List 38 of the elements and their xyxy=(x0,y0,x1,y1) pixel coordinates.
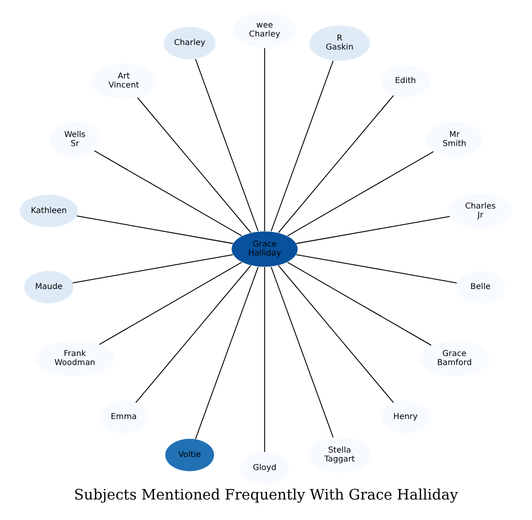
connector xyxy=(76,215,234,244)
connector xyxy=(296,216,450,244)
connector xyxy=(287,151,434,236)
node-ellipse: R Gaskin xyxy=(309,25,370,61)
connector xyxy=(72,254,234,284)
node-ellipse: Art Vincent xyxy=(91,64,156,99)
connector xyxy=(195,266,259,440)
connector xyxy=(270,60,334,232)
node-ellipse: Grace Halliday xyxy=(232,231,298,267)
node-ellipse: Maude xyxy=(24,270,74,304)
node-ellipse: Henry xyxy=(381,400,430,434)
connector xyxy=(264,48,266,232)
connector xyxy=(296,254,458,284)
connector xyxy=(278,95,394,234)
node-ellipse: Frank Woodman xyxy=(35,340,114,376)
connector xyxy=(94,150,242,236)
node-ellipse: Stella Taggart xyxy=(308,437,372,473)
connector xyxy=(264,266,266,452)
node-ellipse: Kathleen xyxy=(20,194,78,228)
node-ellipse: wee Charley xyxy=(232,12,296,48)
connector xyxy=(287,262,432,346)
connector xyxy=(135,265,252,404)
node-ellipse: Charles Jr xyxy=(448,193,512,229)
node-ellipse: Wells Sr xyxy=(50,122,100,158)
node-ellipse: Charley xyxy=(164,26,216,60)
node-ellipse: Voltie xyxy=(165,438,214,472)
node-ellipse: Gloyd xyxy=(240,452,290,484)
connector xyxy=(137,97,252,234)
connector xyxy=(278,265,394,404)
node-ellipse: Belle xyxy=(456,270,505,304)
node-ellipse: Emma xyxy=(99,400,148,434)
node-ellipse: Edith xyxy=(381,64,430,98)
node-ellipse: Grace Bamford xyxy=(419,340,490,376)
connector xyxy=(98,262,242,345)
diagram-title: Subjects Mentioned Frequently With Grace Halliday xyxy=(74,488,458,504)
connector xyxy=(195,58,259,232)
node-ellipse: Mr Smith xyxy=(426,122,483,158)
connector xyxy=(270,266,334,438)
